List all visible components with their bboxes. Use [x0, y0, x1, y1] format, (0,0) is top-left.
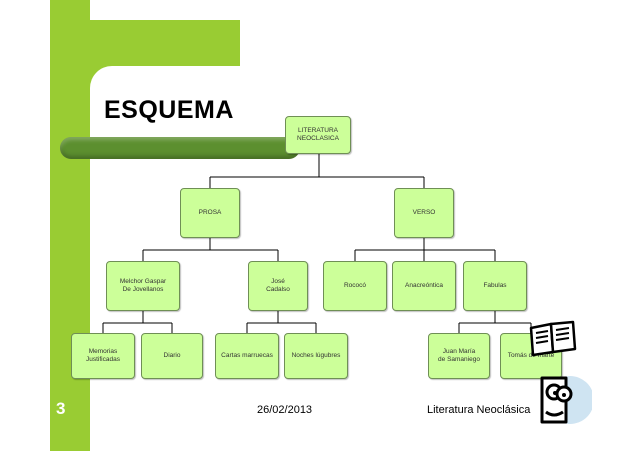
node-fabulas: Fabulas [463, 261, 527, 311]
node-jovellanos: Melchor Gaspar De Jovellanos [106, 261, 180, 311]
footer-green-block [50, 396, 90, 426]
open-book-icon [529, 320, 577, 357]
node-literatura-neoclasica: LITERATURA NEOCLASICA [285, 116, 351, 154]
node-prosa: PROSA [180, 188, 240, 238]
node-anacreontica: Anacreóntica [392, 261, 456, 311]
node-samaniego: Juan María de Samaniego [428, 333, 490, 379]
slide-date: 26/02/2013 [257, 404, 313, 416]
footer-title: Literatura Neoclásica [427, 404, 531, 416]
node-cadalso: José Cadalso [248, 261, 308, 311]
slide-title: ESQUEMA [104, 96, 234, 124]
node-diario: Diario [141, 333, 203, 379]
node-noches-lugubres: Noches lúgubres [284, 333, 348, 379]
slide-number: 3 [56, 399, 66, 418]
title-underline-bar [60, 137, 300, 159]
node-verso: VERSO [394, 188, 454, 238]
node-cartas-marruecas: Cartas marruecas [215, 333, 279, 379]
node-rococo: Rococó [323, 261, 387, 311]
cartoon-face-icon [540, 376, 592, 424]
node-memorias-justificadas: Memorias Justificadas [71, 333, 135, 379]
